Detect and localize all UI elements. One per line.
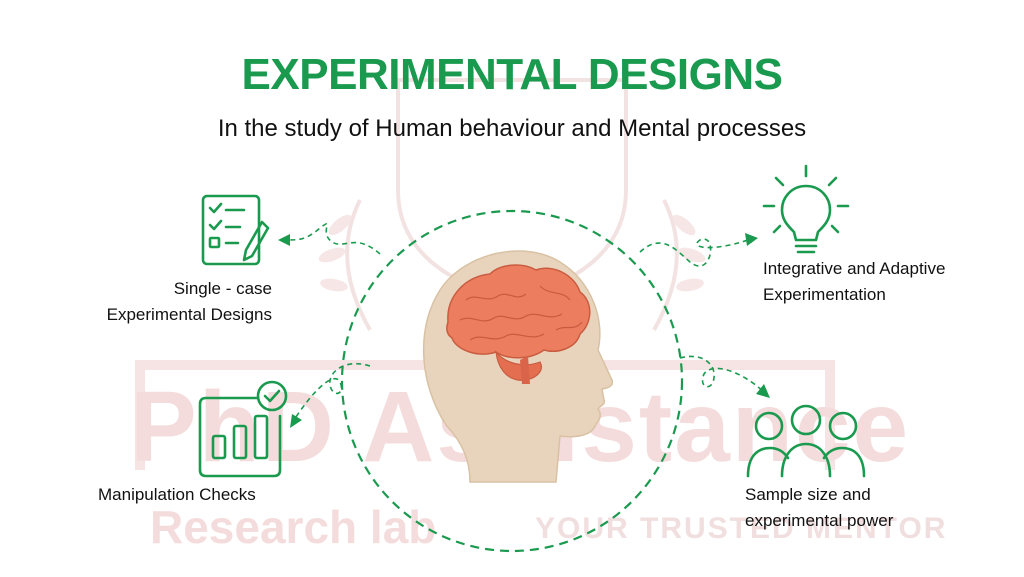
- connector-sample-size: [679, 355, 765, 393]
- connector-integrative: [639, 238, 749, 267]
- label-sample-size-line2: experimental power: [745, 511, 894, 530]
- label-integrative-line1: Integrative and Adaptive: [763, 259, 946, 278]
- label-manipulation-line1: Manipulation Checks: [98, 485, 256, 504]
- lightbulb-icon: [762, 164, 850, 254]
- connector-manipulation: [293, 362, 371, 421]
- bar-chart-check-icon: [198, 380, 288, 478]
- label-sample-size: Sample size and experimental power: [745, 482, 893, 534]
- page-subtitle: In the study of Human behaviour and Ment…: [217, 115, 807, 142]
- connector-single-case: [283, 222, 381, 255]
- label-single-case-line2: Experimental Designs: [106, 305, 272, 324]
- label-single-case: Single - case Experimental Designs: [107, 276, 272, 328]
- brain: [446, 264, 591, 359]
- label-single-case-line1: Single - case: [173, 279, 272, 298]
- label-integrative-line2: Experimentation: [763, 285, 886, 304]
- label-integrative: Integrative and Adaptive Experimentation: [763, 256, 945, 308]
- page-title: EXPERIMENTAL DESIGNS: [241, 50, 783, 99]
- label-manipulation: Manipulation Checks: [98, 482, 256, 508]
- central-circle: [340, 209, 684, 553]
- label-sample-size-line1: Sample size and: [745, 485, 871, 504]
- group-people-icon: [746, 404, 866, 478]
- checklist-pencil-icon: [201, 194, 270, 266]
- cerebellum: [495, 350, 542, 381]
